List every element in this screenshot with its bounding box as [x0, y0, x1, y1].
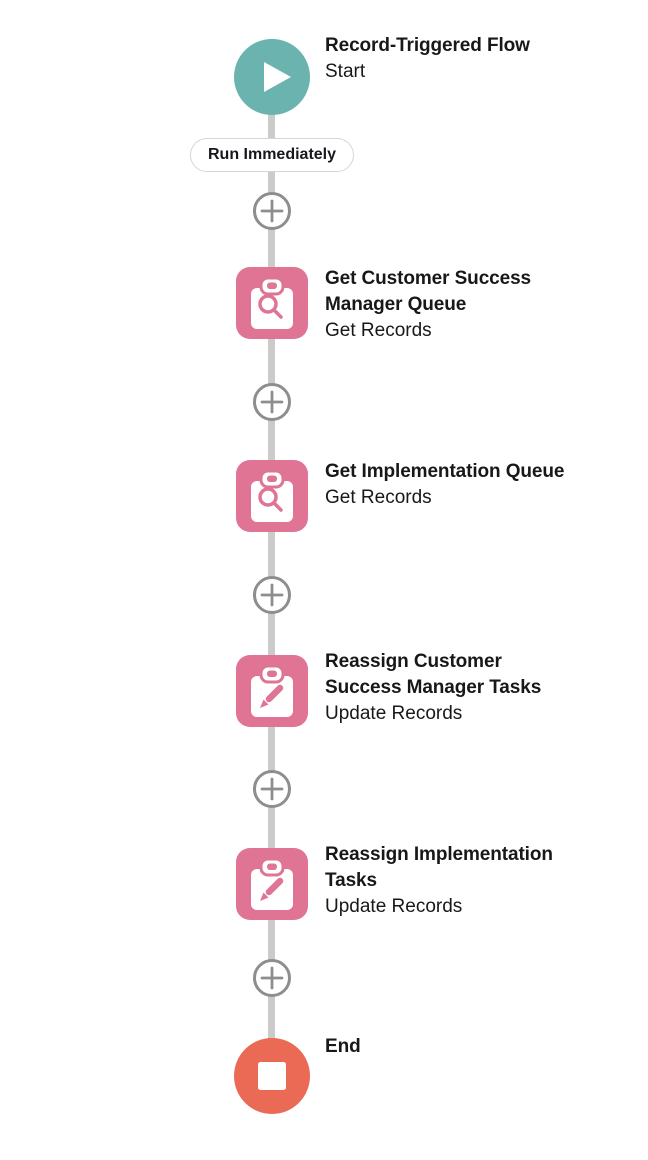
- node-label: Reassign Customer Success Manager Tasks …: [325, 649, 541, 727]
- node-label: Get Implementation Queue Get Records: [325, 459, 564, 511]
- play-icon: [264, 62, 291, 92]
- record-update-icon: [251, 857, 293, 910]
- node-label: Reassign Implementation Tasks Update Rec…: [325, 842, 553, 920]
- node-title: Reassign Customer Success Manager Tasks: [325, 651, 542, 698]
- stop-icon: [258, 1062, 286, 1090]
- node-get-customer-success-manager-queue[interactable]: [236, 267, 308, 339]
- node-reassign-customer-success-manager-tasks[interactable]: [236, 655, 308, 727]
- node-reassign-implementation-tasks[interactable]: [236, 848, 308, 920]
- node-title: Get Implementation Queue: [325, 461, 565, 482]
- add-element-button[interactable]: [253, 959, 291, 997]
- node-title: Record-Triggered Flow: [325, 35, 530, 56]
- end-node[interactable]: [234, 1038, 310, 1114]
- record-update-icon: [251, 664, 293, 717]
- node-subtitle: Get Records: [325, 487, 432, 508]
- run-immediately-badge: Run Immediately: [189, 138, 355, 172]
- add-element-button[interactable]: [253, 576, 291, 614]
- node-get-implementation-queue[interactable]: [236, 460, 308, 532]
- start-node[interactable]: [234, 39, 310, 115]
- plus-icon: [260, 390, 284, 414]
- node-subtitle: Update Records: [325, 896, 463, 917]
- node-subtitle: Start: [325, 61, 366, 82]
- add-element-button[interactable]: [253, 770, 291, 808]
- add-element-button[interactable]: [253, 383, 291, 421]
- node-title: End: [325, 1036, 361, 1057]
- end-node-label: End: [325, 1034, 361, 1060]
- node-subtitle: Update Records: [325, 703, 463, 724]
- node-title: Reassign Implementation Tasks: [325, 844, 553, 891]
- record-lookup-icon: [251, 469, 293, 522]
- record-lookup-icon: [251, 276, 293, 329]
- node-subtitle: Get Records: [325, 320, 432, 341]
- plus-icon: [260, 199, 284, 223]
- node-title: Get Customer Success Manager Queue: [325, 268, 532, 315]
- plus-icon: [260, 583, 284, 607]
- node-label: Get Customer Success Manager Queue Get R…: [325, 266, 531, 344]
- plus-icon: [260, 777, 284, 801]
- start-node-label: Record-Triggered Flow Start: [325, 33, 530, 85]
- add-element-button[interactable]: [253, 192, 291, 230]
- plus-icon: [260, 966, 284, 990]
